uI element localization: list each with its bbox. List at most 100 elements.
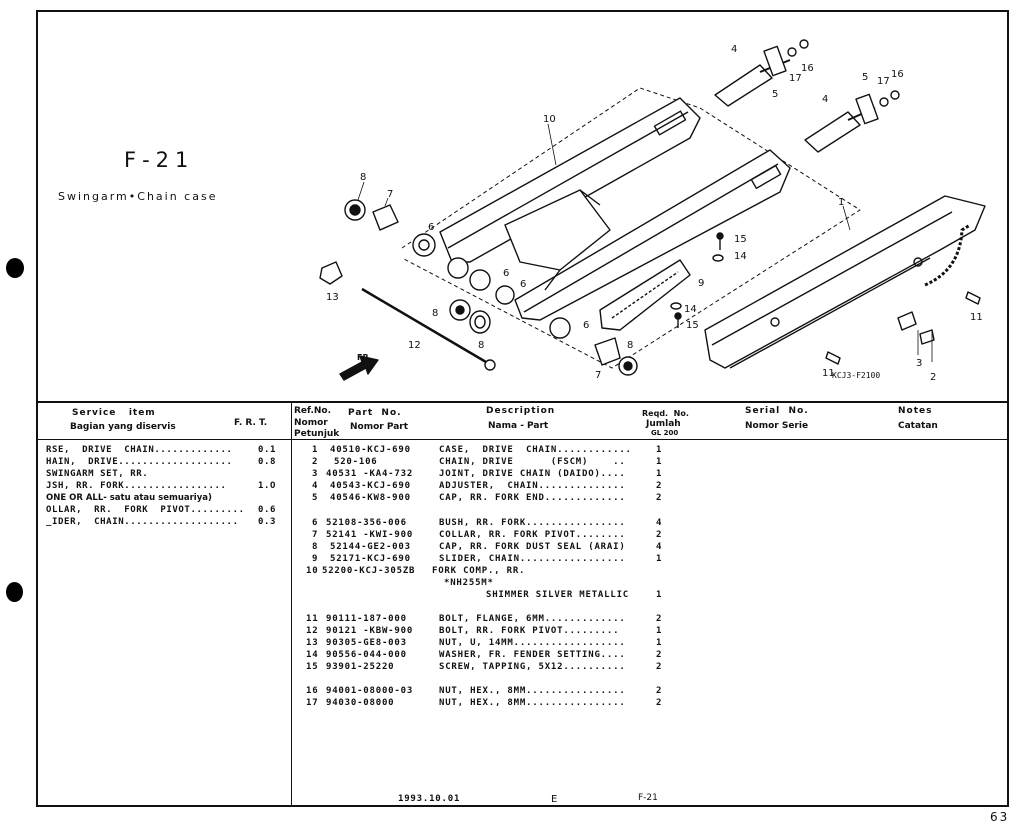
part-ref: 2 [312,457,319,467]
svg-text:5: 5 [772,89,778,100]
part-description: CAP, RR. FORK END............. [439,493,626,503]
part-ref: 9 [312,554,319,564]
part-qty: 2 [656,686,663,696]
svg-text:6: 6 [583,320,589,331]
header-model: GL 200 [651,429,679,437]
part-qty: 1 [656,638,663,648]
svg-text:14: 14 [734,251,747,262]
section-code: F-21 [124,148,195,172]
part-description: CAP, RR. FORK DUST SEAL (ARAI) [439,542,626,552]
part-description: NUT, HEX., 8MM................ [439,698,626,708]
part-number: 90121 -KBW-900 [326,626,414,636]
svg-text:6: 6 [503,268,509,279]
svg-text:9: 9 [698,278,704,289]
header-serial-local: Nomor Serie [745,421,809,431]
part-qty: 2 [656,481,663,491]
header-service-item-local: Bagian yang diservis [70,422,176,432]
header-notes: Notes [898,406,933,416]
part-description: COLLAR, RR. FORK PIVOT........ [439,530,626,540]
part-number: 90305-GE8-003 [326,638,407,648]
header-frt: F. R. T. [234,418,268,428]
svg-text:11: 11 [970,312,983,323]
service-item-0-frt: 0.1 [258,445,277,455]
part-color-code: *NH255M* [444,578,494,588]
part-number: 90556-044-000 [326,650,407,660]
part-number: 90111-187-000 [326,614,407,624]
part-ref: 15 [306,662,319,672]
part-number: 40546-KW8-900 [330,493,411,503]
svg-text:8: 8 [627,340,633,351]
header-part-no: Part No. [348,408,402,418]
part-description: WASHER, FR. FENDER SETTING.... [439,650,626,660]
direction-label: FR. [357,353,372,362]
svg-text:2: 2 [930,372,936,383]
part-qty: 1 [656,445,663,455]
svg-text:8: 8 [478,340,484,351]
svg-text:6: 6 [428,222,434,233]
column-divider [291,401,292,807]
svg-text:8: 8 [432,308,438,319]
part-ref: 14 [306,650,319,660]
part-number: 94001-08000-03 [326,686,414,696]
page-number: 63 [990,810,1010,824]
part-number: 40531 -KA4-732 [326,469,414,479]
header-ref-no-local: Nomor Petunjuk [294,418,340,439]
header-ref-no: Ref.No. [294,406,332,416]
svg-text:16: 16 [891,69,904,80]
svg-text:17: 17 [789,73,802,84]
svg-text:7: 7 [387,189,393,200]
part-number: 40510-KCJ-690 [330,445,411,455]
part-description: BOLT, RR. FORK PIVOT......... [439,626,620,636]
svg-text:6: 6 [520,279,526,290]
header-notes-local: Catatan [898,421,938,431]
part-number: 93901-25220 [326,662,395,672]
svg-text:10: 10 [543,114,556,125]
part-description: NUT, HEX., 8MM................ [439,686,626,696]
svg-text:14: 14 [684,304,697,315]
part-number: 52171-KCJ-690 [330,554,411,564]
part-number: 40543-KCJ-690 [330,481,411,491]
service-item-6: _IDER, CHAIN................... [46,517,239,527]
part-qty: 2 [656,493,663,503]
service-item-4: ONE OR ALL- satu atau semuariya) [46,493,212,503]
part-ref: 1 [312,445,319,455]
part-number: 94030-08000 [326,698,395,708]
part-number: 52144-GE2-003 [330,542,411,552]
header-description-local: Nama - Part [488,421,549,431]
part-description: CHAIN, DRIVE (FSCM) .. [439,457,626,467]
service-item-2: SWINGARM SET, RR. [46,469,149,479]
footer-code: F-21 [638,793,658,803]
table-header-rule [36,439,1009,440]
part-description: SLIDER, CHAIN................. [439,554,626,564]
part-description: NUT, U, 14MM.................. [439,638,626,648]
header-service-item: Service item [72,408,156,418]
part-ref: 7 [312,530,319,540]
svg-text:5: 5 [862,72,868,83]
service-item-3: JSH, RR. FORK................. [46,481,227,491]
part-qty: 2 [656,662,663,672]
header-serial-no: Serial No. [745,406,809,416]
part-number: 52108-356-006 [326,518,407,528]
part-qty: 2 [656,650,663,660]
footer-letter: E [551,794,558,805]
header-reqd-local: Jumlah [646,419,681,429]
part-ref: 11 [306,614,319,624]
svg-text:7: 7 [595,370,601,381]
part-qty: 4 [656,518,663,528]
part-qty: 1 [656,590,663,600]
part-ref: 6 [312,518,319,528]
part-color-name: SHIMMER SILVER METALLIC [486,590,630,600]
service-item-0: RSE, DRIVE CHAIN............. [46,445,233,455]
part-ref: 4 [312,481,319,491]
part-ref: 8 [312,542,319,552]
part-description: SCREW, TAPPING, 5X12.......... [439,662,626,672]
table-top-rule [36,401,1009,403]
part-number: 52200-KCJ-305ZB [322,566,416,576]
svg-text:16: 16 [801,63,814,74]
part-ref: 10 [306,566,319,576]
part-qty: 1 [656,626,663,636]
svg-text:15: 15 [686,320,699,331]
part-ref: 5 [312,493,319,503]
header-reqd-no: Reqd. No. [642,409,689,418]
part-qty: 1 [656,554,663,564]
